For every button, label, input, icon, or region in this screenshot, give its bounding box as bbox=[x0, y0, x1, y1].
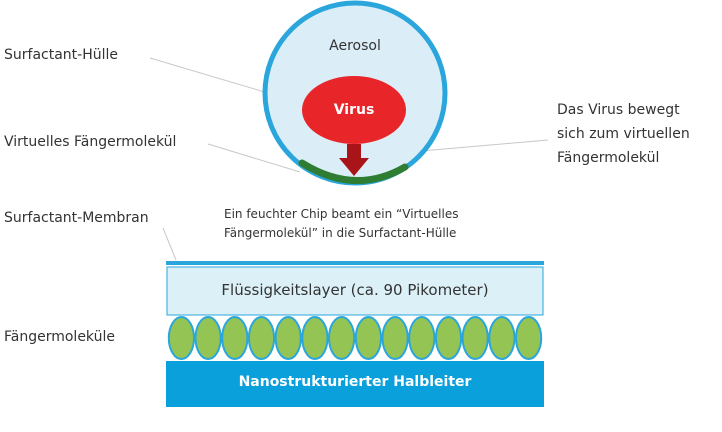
capture-molecule bbox=[328, 316, 356, 360]
label-surfactant-huelle: Surfactant-Hülle bbox=[4, 47, 118, 63]
caption-line-2: Fängermolekül” in die Surfactant-Hülle bbox=[224, 226, 457, 240]
leader-line-virtuelles-faenger bbox=[207, 143, 301, 173]
capture-molecule bbox=[221, 316, 249, 360]
annotation-line-3: Fängermolekül bbox=[557, 150, 660, 166]
capture-molecule bbox=[354, 316, 382, 360]
label-faengermolekuele: Fängermoleküle bbox=[4, 329, 115, 345]
label-virtuelles-faengermolekuel: Virtuelles Fängermolekül bbox=[4, 134, 177, 150]
arrow-head bbox=[339, 158, 369, 176]
capture-molecule bbox=[167, 316, 195, 360]
capture-molecules bbox=[167, 316, 543, 360]
annotation-line-1: Das Virus bewegt bbox=[557, 102, 680, 118]
annotation-virus-movement: Das Virus bewegt sich zum virtuellen Fän… bbox=[557, 98, 717, 170]
capture-molecule bbox=[515, 316, 543, 360]
annotation-line-2: sich zum virtuellen bbox=[557, 126, 690, 142]
leader-line-surfactant-huelle bbox=[149, 57, 269, 94]
capture-molecule bbox=[194, 316, 222, 360]
label-surfactant-membran: Surfactant-Membran bbox=[4, 210, 149, 226]
leader-line-surfactant-membran bbox=[162, 227, 177, 261]
capture-molecule bbox=[301, 316, 329, 360]
capture-molecule bbox=[488, 316, 516, 360]
capture-molecule bbox=[274, 316, 302, 360]
capture-molecule bbox=[461, 316, 489, 360]
aerosol-label: Aerosol bbox=[329, 38, 381, 54]
virus-label: Virus bbox=[333, 102, 375, 118]
surfactant-membrane bbox=[166, 261, 544, 265]
semiconductor-label: Nanostrukturierter Halbleiter bbox=[238, 374, 472, 390]
capture-molecule bbox=[381, 316, 409, 360]
virtual-capture-molecule bbox=[298, 159, 409, 185]
liquid-layer bbox=[166, 266, 544, 316]
semiconductor-layer bbox=[166, 361, 544, 407]
caption-line-1: Ein feuchter Chip beamt ein “Virtuelles bbox=[224, 207, 459, 221]
capture-molecule bbox=[408, 316, 436, 360]
capture-molecule bbox=[247, 316, 276, 360]
arrow-shaft bbox=[347, 144, 361, 160]
liquid-layer-label: Flüssigkeitslayer (ca. 90 Pikometer) bbox=[221, 281, 489, 299]
caption-chip: Ein feuchter Chip beamt ein “Virtuelles … bbox=[224, 205, 458, 243]
capture-molecule bbox=[434, 316, 463, 360]
virus-shape bbox=[302, 76, 406, 144]
